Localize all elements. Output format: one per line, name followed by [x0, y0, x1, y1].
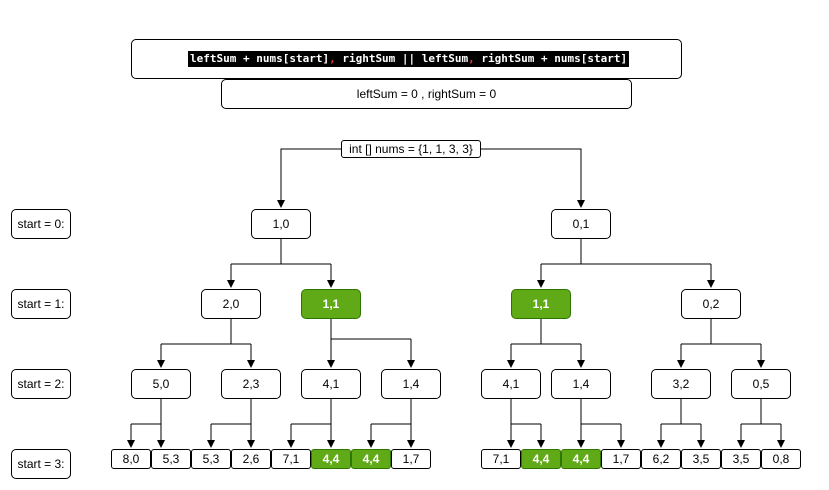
leaf-10: 4,4: [561, 449, 601, 469]
init-label-box: leftSum = 0 , rightSum = 0: [221, 79, 632, 109]
formula-text: leftSum + nums[start], rightSum || leftS…: [188, 51, 630, 67]
edge-root-left: [277, 148, 341, 208]
node-l2-5: 1,4: [551, 369, 611, 399]
node-l1-3: 0,2: [681, 289, 741, 319]
leaf-8: 7,1: [481, 449, 521, 469]
leaf-11: 1,7: [601, 449, 641, 469]
node-l2-0: 5,0: [131, 369, 191, 399]
row-label-start-1: start = 1:: [11, 289, 71, 319]
node-l1-1: 1,1: [301, 289, 361, 319]
leaf-14: 3,5: [721, 449, 761, 469]
node-l1-2: 1,1: [511, 289, 571, 319]
leaf-0: 8,0: [111, 449, 151, 469]
formula-left: leftSum + nums[start]: [190, 52, 330, 65]
leaf-3: 2,6: [231, 449, 271, 469]
init-label: leftSum = 0 , rightSum = 0: [356, 87, 497, 101]
leaf-7: 1,7: [391, 449, 431, 469]
leaf-4: 7,1: [271, 449, 311, 469]
row-label-start-3: start = 3:: [11, 449, 71, 479]
node-l2-7: 0,5: [731, 369, 791, 399]
formula-sep: ,: [329, 52, 336, 65]
formula-sep-2: ,: [468, 52, 475, 65]
leaf-2: 5,3: [191, 449, 231, 469]
leaf-9: 4,4: [521, 449, 561, 469]
leaf-1: 5,3: [151, 449, 191, 469]
leaf-13: 3,5: [681, 449, 721, 469]
root-label: int [] nums = {1, 1, 3, 3}: [349, 142, 473, 156]
node-l2-1: 2,3: [221, 369, 281, 399]
node-l0-1: 0,1: [551, 209, 611, 239]
node-l0-0: 1,0: [251, 209, 311, 239]
formula-tail: rightSum + nums[start]: [474, 52, 628, 65]
node-l2-6: 3,2: [651, 369, 711, 399]
node-l2-3: 1,4: [381, 369, 441, 399]
formula-right: rightSum || leftSum: [335, 52, 469, 65]
node-l2-4: 4,1: [481, 369, 541, 399]
node-l1-0: 2,0: [201, 289, 261, 319]
edge-root-right: [481, 148, 585, 208]
leaf-5: 4,4: [311, 449, 351, 469]
leaf-15: 0,8: [761, 449, 801, 469]
leaf-6: 4,4: [351, 449, 391, 469]
row-label-start-2: start = 2:: [11, 369, 71, 399]
leaf-12: 6,2: [641, 449, 681, 469]
root-node: int [] nums = {1, 1, 3, 3}: [341, 140, 481, 158]
node-l2-2: 4,1: [301, 369, 361, 399]
row-label-start-0: start = 0:: [11, 209, 71, 239]
